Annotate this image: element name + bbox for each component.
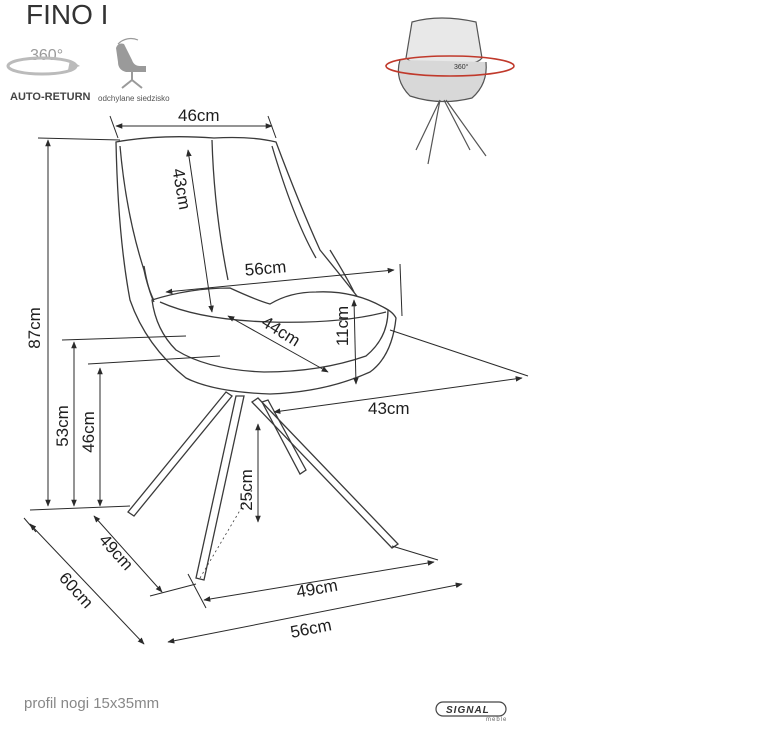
dim-total-width: 56cm <box>289 615 333 642</box>
dim-total-depth: 60cm <box>55 569 97 613</box>
tilt-seat-icon <box>116 37 146 89</box>
dim-arm-width: 56cm <box>244 257 287 280</box>
svg-text:360°: 360° <box>30 47 63 64</box>
dim-seat-side-depth: 43cm <box>368 399 410 418</box>
dim-seat-height: 46cm <box>79 411 98 453</box>
dim-backrest-height: 43cm <box>168 167 194 211</box>
brand-logo: SIGNAL meble <box>435 701 507 723</box>
svg-text:SIGNAL: SIGNAL <box>446 705 490 716</box>
leg-profile-note: profil nogi 15x35mm <box>24 695 159 712</box>
dim-armrest-height: 11cm <box>333 306 352 346</box>
dim-leg-height: 25cm <box>237 469 256 511</box>
svg-text:meble: meble <box>486 717 507 723</box>
product-title: FINO I <box>26 0 108 30</box>
dimension-lines <box>23 115 529 645</box>
dim-seat-depth: 49cm <box>95 531 137 575</box>
thumbnail-rotation-arrow: 360° <box>385 55 515 77</box>
thumbnail-chair <box>397 17 487 165</box>
dim-backrest-width: 46cm <box>178 106 220 125</box>
dim-total-height: 87cm <box>25 307 44 349</box>
dim-base-width: 49cm <box>295 576 339 602</box>
rotation-360-icon: 360° <box>6 47 80 76</box>
svg-text:360°: 360° <box>454 63 469 71</box>
tilt-seat-label: odchylane siedzisko <box>98 94 170 103</box>
dim-armrest-floor-height: 53cm <box>53 405 72 447</box>
auto-return-label: AUTO-RETURN <box>10 91 91 103</box>
